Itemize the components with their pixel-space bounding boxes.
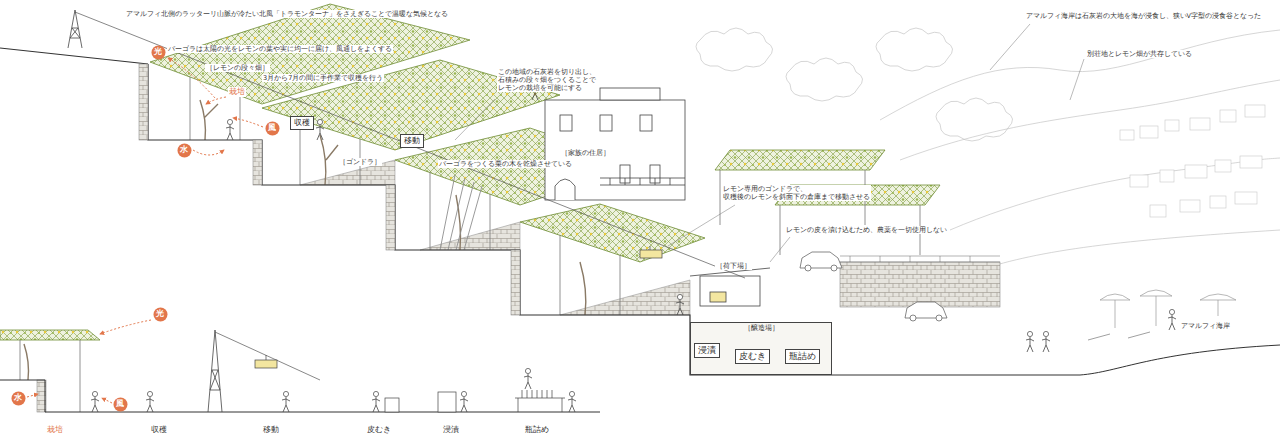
badge-fill <box>153 307 167 321</box>
annotation: レモンの皮を漬け込むため、農薬を一切使用しない <box>785 226 948 234</box>
element-badge: 水 <box>11 391 26 406</box>
place-tag: ［家族の住居］ <box>560 149 611 157</box>
stage-label: 栽培 <box>46 425 64 435</box>
process-label: 浸漬 <box>698 345 716 356</box>
annotation: この地域の石灰岩を切り出し、 石積みの段々畑をつくることで レモンの栽培を可能に… <box>497 68 597 92</box>
stage-label: 瓶詰め <box>524 425 550 435</box>
badge-fill <box>113 397 127 411</box>
badge-text: 水 <box>14 394 22 402</box>
process-label: 皮むき <box>739 351 766 362</box>
process-box: 浸漬 <box>694 343 720 358</box>
element-badge: 光 <box>151 45 166 60</box>
annotation: レモン専用のゴンドラで、 収穫後のレモンを斜面下の倉庫まで移動させる <box>722 185 871 201</box>
badge-text: 風 <box>116 400 124 408</box>
process-box: 収穫 <box>290 116 314 130</box>
annotation: 3月から7月の間に手作業で収穫を行う <box>262 74 384 82</box>
process-box: 瓶詰め <box>785 349 820 364</box>
element-badge: 風 <box>265 121 280 136</box>
annotation: 別荘地とレモン畑が共存している <box>1086 50 1193 58</box>
badge-fill <box>151 45 165 59</box>
stage-label: 皮むき <box>366 425 392 435</box>
section-title: ［醸造場］ <box>695 325 827 333</box>
stage-label: 移動 <box>262 425 280 435</box>
badge-text: 光 <box>154 48 162 56</box>
badge-fill <box>265 121 279 135</box>
place-tag: ［レモンの段々畑］ <box>205 64 270 72</box>
badge-fill <box>177 143 191 157</box>
process-label: 瓶詰め <box>789 351 816 362</box>
badge-fill <box>11 391 25 405</box>
element-badge: 風 <box>113 397 128 412</box>
place-name: アマルフィ海岸 <box>1180 322 1231 331</box>
stage-label: 収穫 <box>150 425 168 435</box>
badge-text: 風 <box>268 124 276 132</box>
process-label: 移動 <box>404 136 420 146</box>
element-badge: 光 <box>153 307 168 322</box>
annotation: パーゴラをつくる栗の木を乾燥させている <box>438 160 573 168</box>
annotation: アマルフィ海岸は石灰岩の大地を海が浸食し、狭いV字型の浸食谷となった <box>1025 12 1262 20</box>
place-tag: ［荷下場］ <box>715 262 752 270</box>
place-tag: ［ゴンドラ］ <box>338 158 382 166</box>
element-badge: 水 <box>177 143 192 158</box>
process-box: 皮むき <box>735 349 770 364</box>
annotation: アマルフィ北側のラッターリ山脈が冷たい北風「トラモンターナ」をさえぎることで温暖… <box>125 10 449 18</box>
badge-text: 光 <box>156 310 164 318</box>
stage-label: 栽培 <box>228 87 246 97</box>
stage-label: 浸漬 <box>442 425 460 435</box>
annotation: パーゴラは太陽の光をレモンの葉や実に均一に届け、風通しをよくする <box>167 45 393 53</box>
process-label: 収穫 <box>294 118 310 128</box>
badge-text: 水 <box>180 146 188 154</box>
process-box: 移動 <box>400 134 424 148</box>
brewery-section: ［醸造場］ 浸漬皮むき 瓶詰め <box>690 322 832 375</box>
